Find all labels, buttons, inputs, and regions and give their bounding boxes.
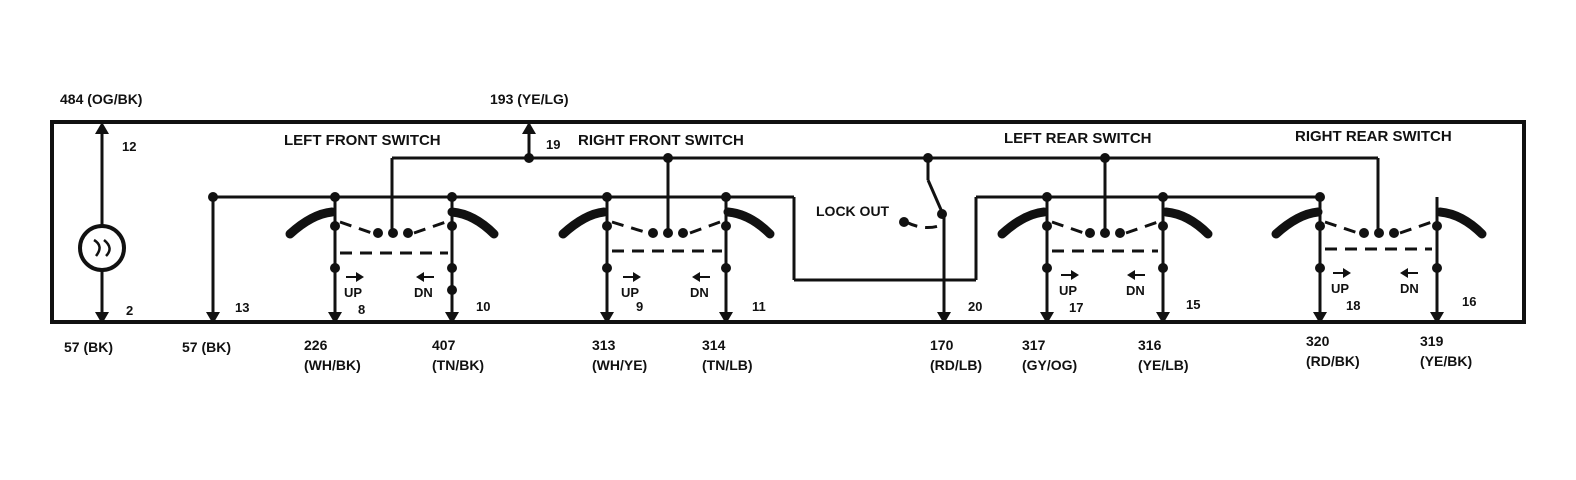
up-arrow-icon [1061, 270, 1079, 280]
right-rear-switch [1271, 192, 1487, 318]
pin-20: 20 [968, 299, 982, 314]
lock-out-switch [899, 158, 947, 318]
wire-316-color: (YE/LB) [1138, 357, 1189, 373]
wire-319-label: 319 [1420, 333, 1444, 349]
wire-317-label: 317 [1022, 337, 1046, 353]
left-rear-switch [997, 192, 1213, 318]
wire-484-label: 484 (OG/BK) [60, 91, 142, 107]
arrow-down-170 [937, 312, 951, 324]
dn-arrow-icon [692, 272, 710, 282]
up-arrow-icon [1333, 268, 1351, 278]
right-rear-switch-label: RIGHT REAR SWITCH [1295, 128, 1452, 145]
dn-label: DN [1126, 283, 1145, 298]
up-label: UP [1059, 283, 1077, 298]
wire-226-label: 226 [304, 337, 328, 353]
wire-226-color: (WH/BK) [304, 357, 361, 373]
pin-19: 19 [546, 137, 560, 152]
arrow-up-484 [95, 122, 109, 134]
pin-9: 9 [636, 299, 643, 314]
wire-320-color: (RD/BK) [1306, 353, 1360, 369]
wire-193-label: 193 (YE/LG) [490, 91, 569, 107]
pin-10: 10 [476, 299, 490, 314]
pin-13: 13 [235, 300, 249, 315]
wire-319-color: (YE/BK) [1420, 353, 1472, 369]
master-switch-frame [50, 120, 1526, 324]
wire-313-color: (WH/YE) [592, 357, 647, 373]
left-front-switch [285, 192, 499, 318]
up-label: UP [1331, 281, 1349, 296]
wire-316-label: 316 [1138, 337, 1162, 353]
wire-407-color: (TN/BK) [432, 357, 484, 373]
pin-18: 18 [1346, 298, 1360, 313]
pin-2: 2 [126, 303, 133, 318]
right-front-switch [558, 192, 775, 318]
wire-170-color: (RD/LB) [930, 357, 982, 373]
wire-57-label: 57 (BK) [64, 339, 113, 355]
wire-320-label: 320 [1306, 333, 1330, 349]
illumination-lamp [78, 130, 126, 318]
up-arrow-icon [346, 272, 364, 282]
dn-label: DN [1400, 281, 1419, 296]
wire-407-label: 407 [432, 337, 456, 353]
pin-8: 8 [358, 302, 365, 317]
bus-node-13 [208, 192, 218, 202]
pin-15: 15 [1186, 297, 1200, 312]
dn-label: DN [414, 285, 433, 300]
pin-11: 11 [752, 299, 766, 314]
pin-12: 12 [122, 139, 136, 154]
arrow-down-57a [95, 312, 109, 324]
feed-node-19 [524, 153, 534, 163]
dn-arrow-icon [416, 272, 434, 282]
right-front-switch-label: RIGHT FRONT SWITCH [578, 132, 744, 149]
dn-label: DN [690, 285, 709, 300]
dn-arrow-icon [1400, 268, 1418, 278]
lock-out-label: LOCK OUT [816, 203, 890, 219]
up-arrow-icon [623, 272, 641, 282]
dn-arrow-icon [1127, 270, 1145, 280]
wire-314-color: (TN/LB) [702, 357, 753, 373]
wire-170-label: 170 [930, 337, 954, 353]
left-rear-switch-label: LEFT REAR SWITCH [1004, 130, 1152, 147]
left-front-switch-label: LEFT FRONT SWITCH [284, 132, 441, 149]
wire-313-label: 313 [592, 337, 616, 353]
up-label: UP [621, 285, 639, 300]
wire-314-label: 314 [702, 337, 726, 353]
wire-317-color: (GY/OG) [1022, 357, 1077, 373]
up-label: UP [344, 285, 362, 300]
arrow-down-57b [206, 312, 220, 324]
pin-16: 16 [1462, 294, 1476, 309]
pin-17: 17 [1069, 300, 1083, 315]
wire-57-label: 57 (BK) [182, 339, 231, 355]
